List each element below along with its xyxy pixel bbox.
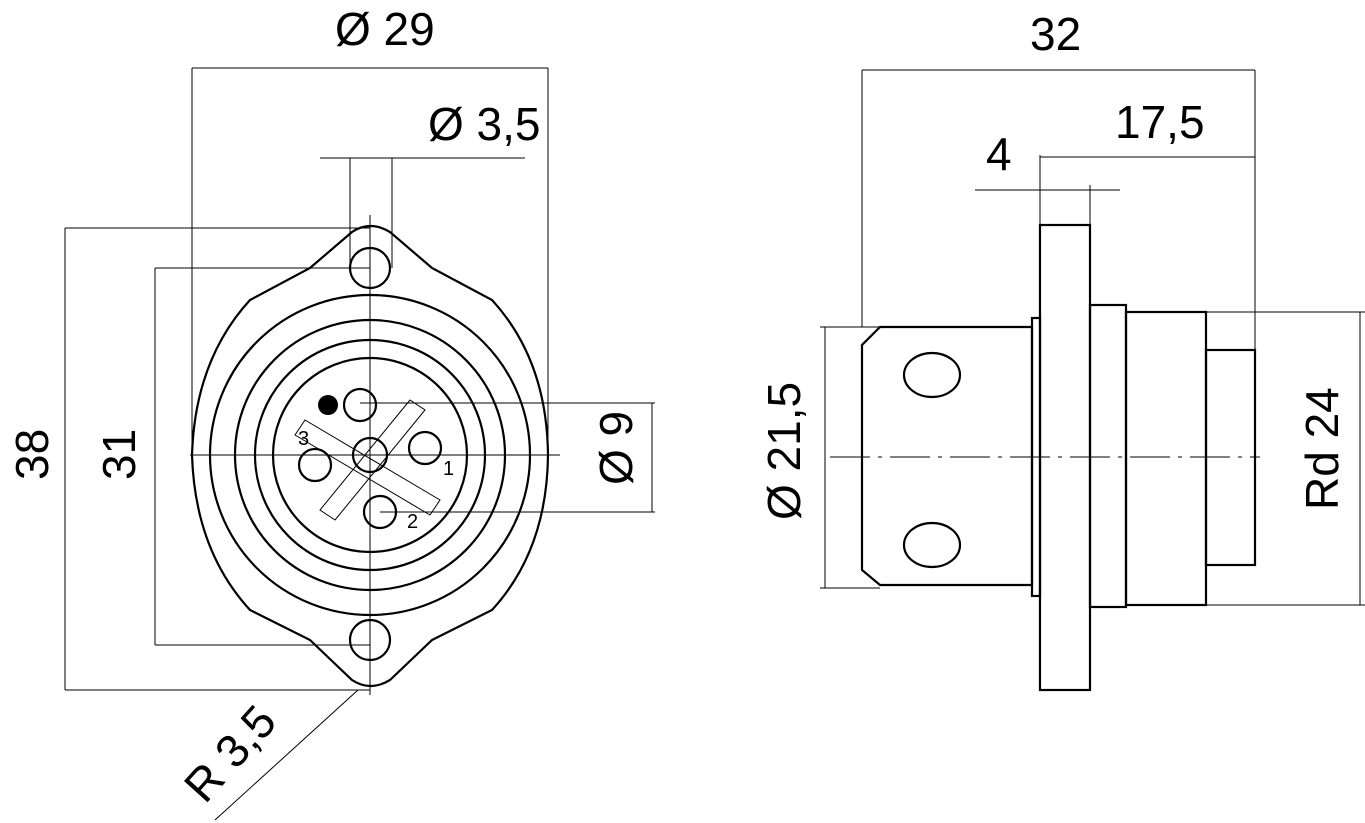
side-view: 32 17,5 4 Ø 21,5 Rd 24 xyxy=(758,8,1365,692)
coding-mark-icon xyxy=(318,395,338,415)
dim-dia-29: Ø 29 xyxy=(335,3,435,55)
dim-length-17-5: 17,5 xyxy=(1115,96,1205,148)
dim-dia-3-5: Ø 3,5 xyxy=(428,98,541,150)
dim-thread-rd-24: Rd 24 xyxy=(1296,387,1348,510)
dim-dia-21-5: Ø 21,5 xyxy=(758,382,810,520)
dim-dia-9: Ø 9 xyxy=(590,411,642,485)
front-view: 3 1 2 Ø 29 Ø 3,5 38 31 Ø 9 R 3,5 xyxy=(6,3,655,821)
pin-label-2: 2 xyxy=(407,511,418,533)
pin-label-1: 1 xyxy=(443,458,454,480)
dim-flange-4: 4 xyxy=(986,128,1012,180)
dim-length-32: 32 xyxy=(1030,8,1081,60)
pin-label-3: 3 xyxy=(298,428,309,450)
dim-height-38: 38 xyxy=(6,429,58,480)
dim-height-31: 31 xyxy=(93,429,145,480)
dim-radius-3-5: R 3,5 xyxy=(174,695,286,812)
